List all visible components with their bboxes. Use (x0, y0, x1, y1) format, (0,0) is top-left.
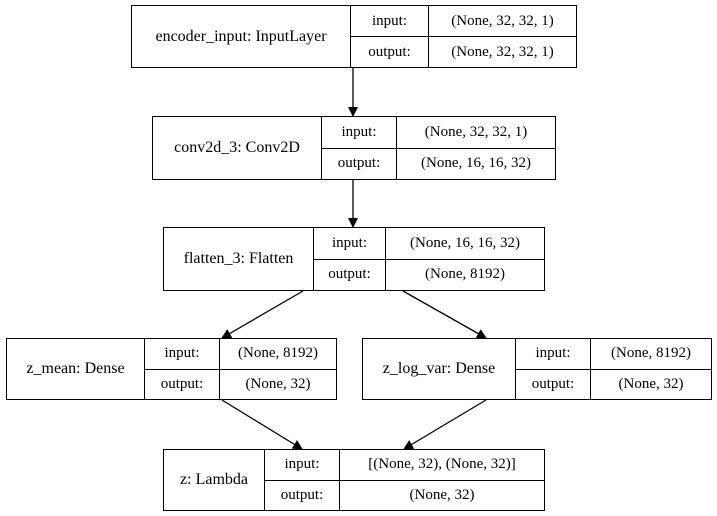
io-label-column: input: output: (145, 339, 220, 399)
io-label-column: input: output: (516, 339, 591, 399)
output-shape: (None, 32, 32, 1) (451, 43, 554, 60)
output-shape: (None, 32) (618, 375, 684, 392)
io-value-column: (None, 8192) (None, 32) (220, 339, 336, 399)
io-label-column: input: output: (314, 228, 386, 290)
node-flatten-3: flatten_3: Flatten input: output: (None,… (163, 227, 545, 291)
input-shape: [(None, 32), (None, 32)] (340, 450, 544, 481)
node-encoder-input: encoder_input: InputLayer input: output:… (131, 5, 577, 68)
edge-flatten-3-to-z-log-var (402, 290, 487, 339)
input-label: input: (145, 339, 219, 370)
io-value-column: [(None, 32), (None, 32)] (None, 32) (340, 450, 544, 510)
output-label: output: (368, 43, 411, 60)
output-label: output: (531, 375, 575, 392)
input-label: input: (516, 339, 590, 370)
output-label: output: (337, 155, 381, 172)
input-label: input: (322, 117, 396, 149)
output-shape: (None, 32) (245, 375, 311, 392)
node-title: encoder_input: InputLayer (132, 6, 351, 67)
node-z-mean: z_mean: Dense input: output: (None, 8192… (6, 338, 337, 400)
node-title: z: Lambda (164, 450, 265, 510)
input-shape: (None, 8192) (591, 339, 711, 370)
edge-z-log-var-to-z (403, 399, 487, 450)
io-label-column: input: output: (322, 117, 397, 179)
node-title: flatten_3: Flatten (164, 228, 314, 290)
node-title: conv2d_3: Conv2D (153, 117, 322, 179)
edge-flatten-3-to-z-mean (221, 290, 304, 339)
input-shape: (None, 16, 16, 32) (386, 228, 544, 260)
input-shape: (None, 32, 32, 1) (429, 6, 576, 37)
io-label-column: input: output: (265, 450, 340, 510)
node-title: z_log_var: Dense (363, 339, 516, 399)
io-value-column: (None, 8192) (None, 32) (591, 339, 711, 399)
io-value-column: (None, 16, 16, 32) (None, 8192) (386, 228, 544, 290)
output-shape: (None, 16, 16, 32) (421, 155, 531, 172)
output-shape: (None, 8192) (425, 266, 505, 283)
io-value-column: (None, 32, 32, 1) (None, 16, 16, 32) (397, 117, 555, 179)
input-label: input: (351, 6, 428, 37)
node-z-log-var: z_log_var: Dense input: output: (None, 8… (362, 338, 712, 400)
node-conv2d-3: conv2d_3: Conv2D input: output: (None, 3… (152, 116, 556, 180)
node-z: z: Lambda input: output: [(None, 32), (N… (163, 449, 545, 511)
output-label: output: (280, 486, 324, 503)
io-label-column: input: output: (351, 6, 429, 67)
io-value-column: (None, 32, 32, 1) (None, 32, 32, 1) (429, 6, 576, 67)
output-label: output: (160, 375, 204, 392)
output-label: output: (328, 266, 371, 283)
input-shape: (None, 32, 32, 1) (397, 117, 555, 149)
input-label: input: (314, 228, 385, 260)
node-title: z_mean: Dense (7, 339, 145, 399)
edge-z-mean-to-z (221, 399, 303, 450)
input-label: input: (265, 450, 339, 481)
input-shape: (None, 8192) (220, 339, 336, 370)
output-shape: (None, 32) (409, 486, 475, 503)
